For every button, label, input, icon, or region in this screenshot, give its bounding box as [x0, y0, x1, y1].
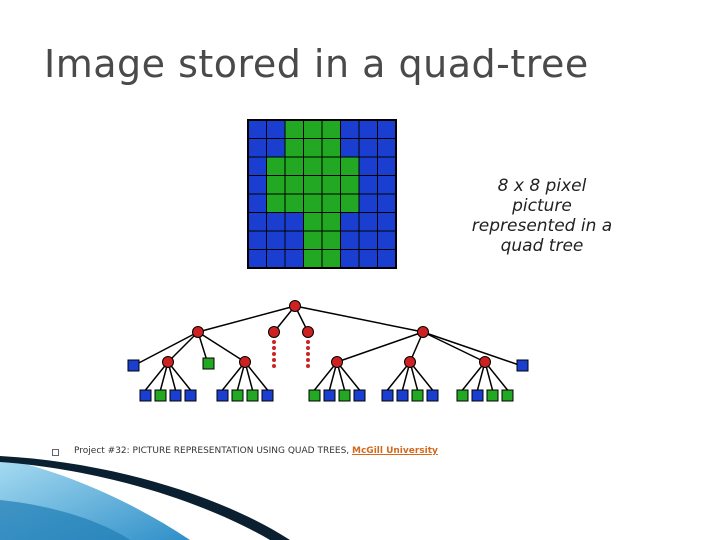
slide-title: Image stored in a quad-tree — [44, 42, 589, 86]
dot-continuation — [306, 352, 310, 356]
leaf-node — [154, 389, 167, 402]
leaf-node — [261, 389, 274, 402]
dot-continuation — [306, 340, 310, 344]
leaf-node — [308, 389, 321, 402]
picture-border — [247, 119, 397, 269]
caption-line: quad tree — [500, 236, 584, 256]
leaf-node — [426, 389, 439, 402]
caption-line: picture — [512, 196, 572, 216]
dot-continuation — [306, 346, 310, 350]
dot-continuation — [272, 352, 276, 356]
footnote-text: Project #32: PICTURE REPRESENTATION USIN… — [74, 446, 353, 456]
leaf-node — [184, 389, 197, 402]
leaf-node — [381, 389, 394, 402]
leaf-node — [169, 389, 182, 402]
internal-node — [404, 356, 416, 368]
tree-edge — [294, 305, 424, 333]
dot-continuation — [272, 358, 276, 362]
swoosh-mid — [0, 500, 130, 540]
internal-node — [289, 300, 301, 312]
leaf-node — [216, 389, 229, 402]
internal-node — [417, 326, 429, 338]
leaf-node — [501, 389, 514, 402]
leaf-node — [127, 359, 140, 372]
tree-edge — [197, 305, 296, 333]
internal-node — [192, 326, 204, 338]
internal-node — [479, 356, 491, 368]
caption-line: 8 x 8 pixel — [497, 176, 587, 196]
picture-caption: 8 x 8 pixel picture represented in a qua… — [462, 176, 622, 256]
internal-node — [268, 326, 280, 338]
tree-edge — [422, 331, 523, 367]
tree-edge — [336, 331, 424, 363]
leaf-node — [323, 389, 336, 402]
dot-continuation — [306, 358, 310, 362]
leaf-node — [456, 389, 469, 402]
leaf-node — [471, 389, 484, 402]
leaf-node — [139, 389, 152, 402]
leaf-node — [486, 389, 499, 402]
dot-continuation — [272, 346, 276, 350]
swoosh-dark — [0, 456, 290, 540]
leaf-node — [338, 389, 351, 402]
caption-line: represented in a — [471, 216, 613, 236]
internal-node — [331, 356, 343, 368]
dot-continuation — [272, 340, 276, 344]
dot-continuation — [272, 364, 276, 368]
leaf-node — [411, 389, 424, 402]
leaf-node — [202, 357, 215, 370]
leaf-node — [396, 389, 409, 402]
dot-continuation — [306, 364, 310, 368]
internal-node — [239, 356, 251, 368]
leaf-node — [353, 389, 366, 402]
tree-edge — [422, 331, 486, 363]
leaf-node — [516, 359, 529, 372]
footnote-link[interactable]: McGill University — [352, 446, 438, 456]
bullet-icon — [52, 449, 59, 456]
footnote: Project #32: PICTURE REPRESENTATION USIN… — [74, 446, 438, 456]
tree-edge — [167, 331, 199, 363]
leaf-node — [246, 389, 259, 402]
tree-edge — [197, 331, 246, 363]
leaf-node — [231, 389, 244, 402]
internal-node — [162, 356, 174, 368]
tree-edge — [132, 331, 199, 367]
internal-node — [302, 326, 314, 338]
